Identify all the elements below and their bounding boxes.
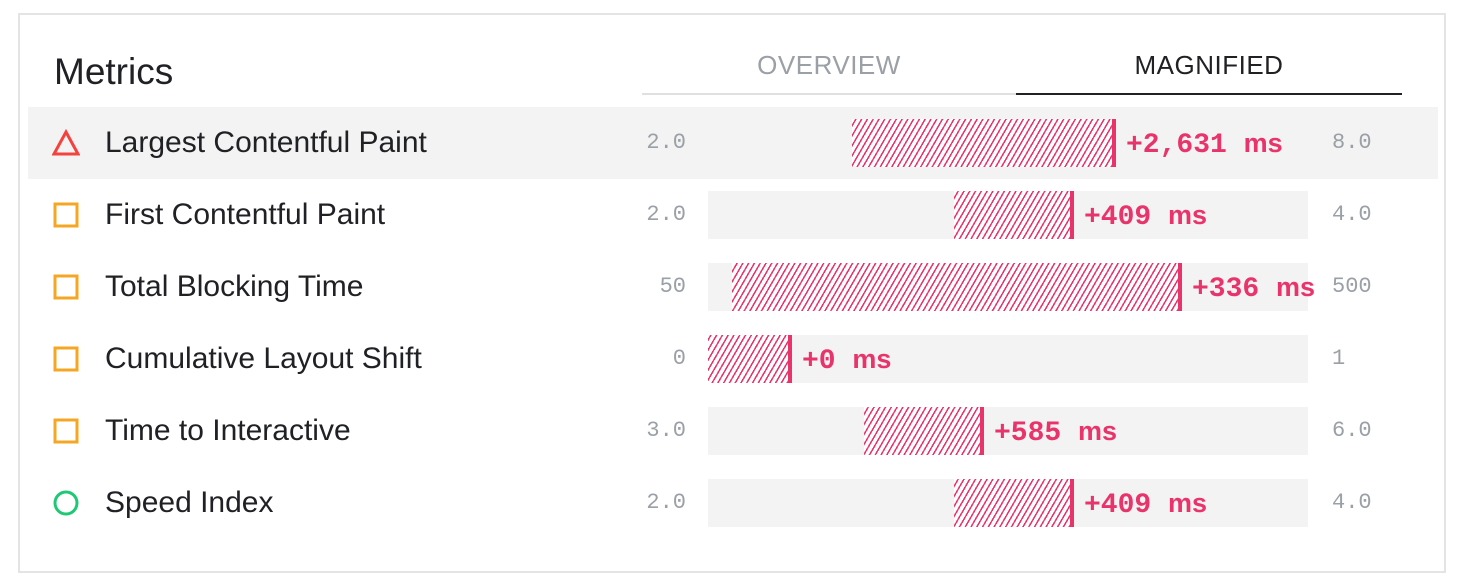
delta-bar bbox=[954, 191, 1074, 239]
range-track: +2,631 ms bbox=[708, 119, 1308, 167]
range-min-value: 2.0 bbox=[646, 130, 686, 155]
range-track: +336 ms bbox=[708, 263, 1315, 311]
delta-bar bbox=[708, 335, 792, 383]
metrics-panel: Metrics OVERVIEW MAGNIFIED Largest Conte… bbox=[18, 13, 1446, 573]
delta-bar bbox=[732, 263, 1182, 311]
panel-title: Metrics bbox=[54, 51, 174, 92]
metric-name: First Contentful Paint bbox=[105, 198, 386, 231]
delta-bar bbox=[864, 407, 984, 455]
delta-unit: ms bbox=[852, 344, 892, 374]
square-status-icon bbox=[52, 417, 80, 445]
delta-value: +336 bbox=[1192, 274, 1260, 305]
range-min-value: 50 bbox=[659, 274, 686, 299]
delta-label: +409 ms bbox=[1084, 191, 1207, 242]
view-tabs: OVERVIEW MAGNIFIED bbox=[642, 45, 1402, 95]
triangle-status-icon bbox=[51, 128, 81, 157]
tab-overview[interactable]: OVERVIEW bbox=[642, 45, 1016, 95]
range-min-value: 2.0 bbox=[646, 490, 686, 515]
metric-row-first-contentful-paint[interactable]: First Contentful Paint 2.0 +409 ms 4.0 bbox=[28, 179, 1438, 251]
delta-value: +2,631 bbox=[1126, 130, 1227, 161]
metric-row-total-blocking-time[interactable]: Total Blocking Time 50 +336 ms 500 bbox=[28, 251, 1438, 323]
metric-name: Cumulative Layout Shift bbox=[105, 342, 422, 375]
metric-name: Largest Contentful Paint bbox=[105, 126, 427, 159]
delta-unit: ms bbox=[1168, 488, 1208, 518]
delta-bar bbox=[954, 479, 1074, 527]
square-status-icon bbox=[52, 201, 80, 229]
range-track: +409 ms bbox=[708, 479, 1308, 527]
delta-value: +585 bbox=[994, 418, 1062, 449]
range-track: +409 ms bbox=[708, 191, 1308, 239]
metric-name: Speed Index bbox=[105, 486, 274, 519]
delta-unit: ms bbox=[1168, 200, 1208, 230]
tab-magnified[interactable]: MAGNIFIED bbox=[1016, 45, 1402, 95]
metric-name: Total Blocking Time bbox=[105, 270, 364, 303]
range-max-value: 1 bbox=[1332, 346, 1346, 371]
delta-label: +336 ms bbox=[1192, 263, 1315, 314]
range-max-value: 4.0 bbox=[1332, 490, 1372, 515]
range-max-value: 500 bbox=[1332, 274, 1372, 299]
range-max-value: 6.0 bbox=[1332, 418, 1372, 443]
delta-value: +409 bbox=[1084, 202, 1152, 233]
delta-value: +409 bbox=[1084, 490, 1152, 521]
range-min-value: 2.0 bbox=[646, 202, 686, 227]
square-status-icon bbox=[52, 345, 80, 373]
delta-label: +409 ms bbox=[1084, 479, 1207, 530]
metric-row-largest-contentful-paint[interactable]: Largest Contentful Paint 2.0 +2,631 ms 8… bbox=[28, 107, 1438, 179]
metric-row-speed-index[interactable]: Speed Index 2.0 +409 ms 4.0 bbox=[28, 467, 1438, 539]
range-max-value: 4.0 bbox=[1332, 202, 1372, 227]
range-track: +0 ms bbox=[708, 335, 1308, 383]
delta-unit: ms bbox=[1243, 128, 1283, 158]
range-max-value: 8.0 bbox=[1332, 130, 1372, 155]
metric-name: Time to Interactive bbox=[105, 414, 351, 447]
range-min-value: 0 bbox=[672, 346, 686, 371]
square-status-icon bbox=[52, 273, 80, 301]
delta-label: +0 ms bbox=[802, 335, 891, 386]
delta-label: +2,631 ms bbox=[1126, 119, 1283, 170]
circle-status-icon bbox=[52, 489, 80, 517]
metric-row-cumulative-layout-shift[interactable]: Cumulative Layout Shift 0 +0 ms 1 bbox=[28, 323, 1438, 395]
delta-bar bbox=[852, 119, 1116, 167]
delta-unit: ms bbox=[1078, 416, 1118, 446]
delta-label: +585 ms bbox=[994, 407, 1117, 458]
delta-unit: ms bbox=[1276, 272, 1316, 302]
metric-row-time-to-interactive[interactable]: Time to Interactive 3.0 +585 ms 6.0 bbox=[28, 395, 1438, 467]
delta-value: +0 bbox=[802, 346, 836, 377]
range-track: +585 ms bbox=[708, 407, 1308, 455]
range-min-value: 3.0 bbox=[646, 418, 686, 443]
